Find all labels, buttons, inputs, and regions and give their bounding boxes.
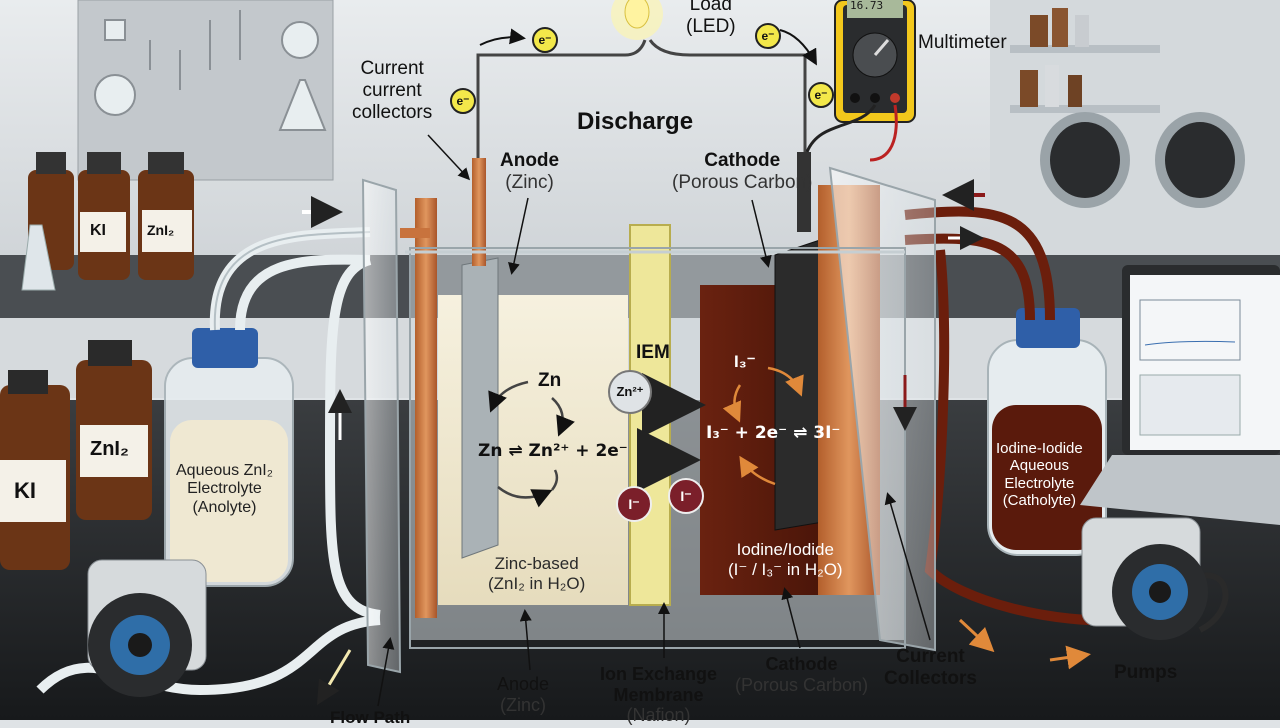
multimeter-label: Multimeter (918, 32, 1007, 53)
multimeter (834, 0, 916, 123)
anolyte-tank (164, 328, 294, 587)
anolyte-tank-line1: Aqueous ZnI₂ (176, 462, 273, 479)
membrane-bottom-label: Ion Exchange Membrane (Nafion) (600, 664, 717, 726)
laptop (1080, 265, 1280, 525)
membrane-bottom-line2: Membrane (613, 684, 704, 705)
anode-top-label: Anode (Zinc) (500, 150, 559, 194)
catholyte-base-label: Iodine/Iodide (I⁻ / I₃⁻ in H₂O) (728, 540, 843, 579)
pump-right (1081, 517, 1208, 640)
glassware-rack (94, 10, 327, 131)
end-plate-left (361, 178, 402, 674)
collectors-bottom-line2: Collectors (884, 667, 977, 689)
led-load (611, 0, 663, 40)
anode-bottom-label: Anode (Zinc) (497, 674, 549, 715)
cathode-equation: I₃⁻ + 2e⁻ ⇌ 3I⁻ (706, 423, 841, 443)
flow-arrows (302, 179, 1091, 706)
load-label-line2: (LED) (686, 15, 736, 37)
catholyte-tank-line2: Aqueous (1009, 457, 1069, 475)
load-label: Load (LED) (686, 0, 736, 38)
flow-path-label: Flow Path (330, 708, 411, 727)
catholyte-base-line2: (I⁻ / I₃⁻ in H₂O) (728, 559, 843, 579)
cathode-bottom-label: Cathode (Porous Carbon) (735, 654, 868, 695)
anode-bottom-name: Anode (497, 674, 550, 694)
electron-badge-3: e⁻ (755, 23, 781, 49)
cathode-bottom-material: (Porous Carbon) (735, 674, 869, 695)
anode-rod (472, 158, 486, 266)
catholyte-tank (987, 308, 1107, 556)
iodide-ion-2: I⁻ (668, 478, 704, 514)
anolyte-base-line1: Zinc-based (494, 554, 579, 573)
anode-cycle-arrows (488, 380, 575, 508)
catholyte-base-line1: Iodine/Iodide (736, 540, 834, 559)
anolyte-tank-line3: (Anolyte) (192, 498, 257, 516)
ki-label-front (0, 460, 66, 522)
anode-bottom-material: (Zinc) (500, 694, 547, 715)
ki-front-text: KI (14, 478, 36, 503)
catholyte-tank-line3: Electrolyte (1004, 474, 1075, 492)
diagram-title: Discharge (577, 108, 694, 135)
iodide-ion-1: I⁻ (616, 486, 652, 522)
catholyte-tank-line1: Iodine-Iodide (996, 440, 1083, 457)
ki-label-back (80, 212, 126, 252)
cathode-top-label: Cathode (Porous Carbon) (672, 150, 812, 194)
external-circuit (476, 39, 898, 162)
catholyte-tank-label: Iodine-Iodide Aqueous Electrolyte (Catho… (996, 440, 1083, 509)
collectors-bottom-line1: Current (896, 646, 965, 667)
anode-top-name: Anode (500, 150, 560, 171)
zni2-front-text: ZnI₂ (90, 438, 129, 460)
current-collector-left (415, 198, 437, 618)
zni2-label-back (142, 210, 192, 252)
anode-equation: Zn ⇌ Zn²⁺ + 2e⁻ (478, 441, 628, 461)
membrane-bottom-line1: Ion Exchange (600, 664, 718, 684)
flow-cell (361, 152, 936, 674)
anode-top-material: (Zinc) (505, 171, 554, 193)
anolyte-base-label: Zinc-based (ZnI₂ in H₂O) (488, 554, 585, 593)
leader-lines (377, 134, 931, 707)
cathode-top-name: Cathode (704, 150, 781, 171)
ion-exchange-membrane (629, 224, 671, 606)
load-label-line1: Load (689, 0, 732, 15)
electron-badge-2: e⁻ (450, 88, 476, 114)
electron-badge-1: e⁻ (532, 27, 558, 53)
anolyte-tank-label: Aqueous ZnI₂ Electrolyte (Anolyte) (176, 462, 273, 517)
catholyte-tank-line4: (Catholyte) (1002, 491, 1077, 509)
cathode-bottom-name: Cathode (765, 654, 838, 674)
iem-label: IEM (636, 342, 670, 363)
current-collectors-top-line1: Current (360, 58, 424, 79)
zni2-label-front (80, 425, 148, 477)
cathode-cycle-arrows (722, 366, 804, 486)
current-collectors-top-line3: collectors (352, 101, 433, 123)
multimeter-display: 16.73 (850, 0, 884, 12)
anolyte-tank-line2: Electrolyte (187, 480, 262, 498)
ki-back-text: KI (90, 222, 106, 239)
current-collectors-top-label: Current current collectors (352, 58, 432, 124)
zn-ion: Zn²⁺ (608, 370, 652, 414)
current-collectors-top-line2: current (362, 79, 422, 101)
anolyte-base-line2: (ZnI₂ in H₂O) (488, 573, 586, 593)
end-plate-right (828, 166, 936, 652)
anode-species: Zn (538, 370, 562, 391)
pumps-label: Pumps (1114, 662, 1178, 683)
membrane-bottom-line3: (Nafion) (626, 705, 691, 726)
electron-badge-4: e⁻ (808, 82, 834, 108)
pump-left (87, 559, 207, 697)
cathode-top-material: (Porous Carbon) (672, 171, 813, 193)
cathode-species: I₃⁻ (734, 352, 756, 371)
collectors-bottom-label: Current Collectors (884, 646, 977, 690)
zni2-back-text: ZnI₂ (147, 222, 175, 238)
